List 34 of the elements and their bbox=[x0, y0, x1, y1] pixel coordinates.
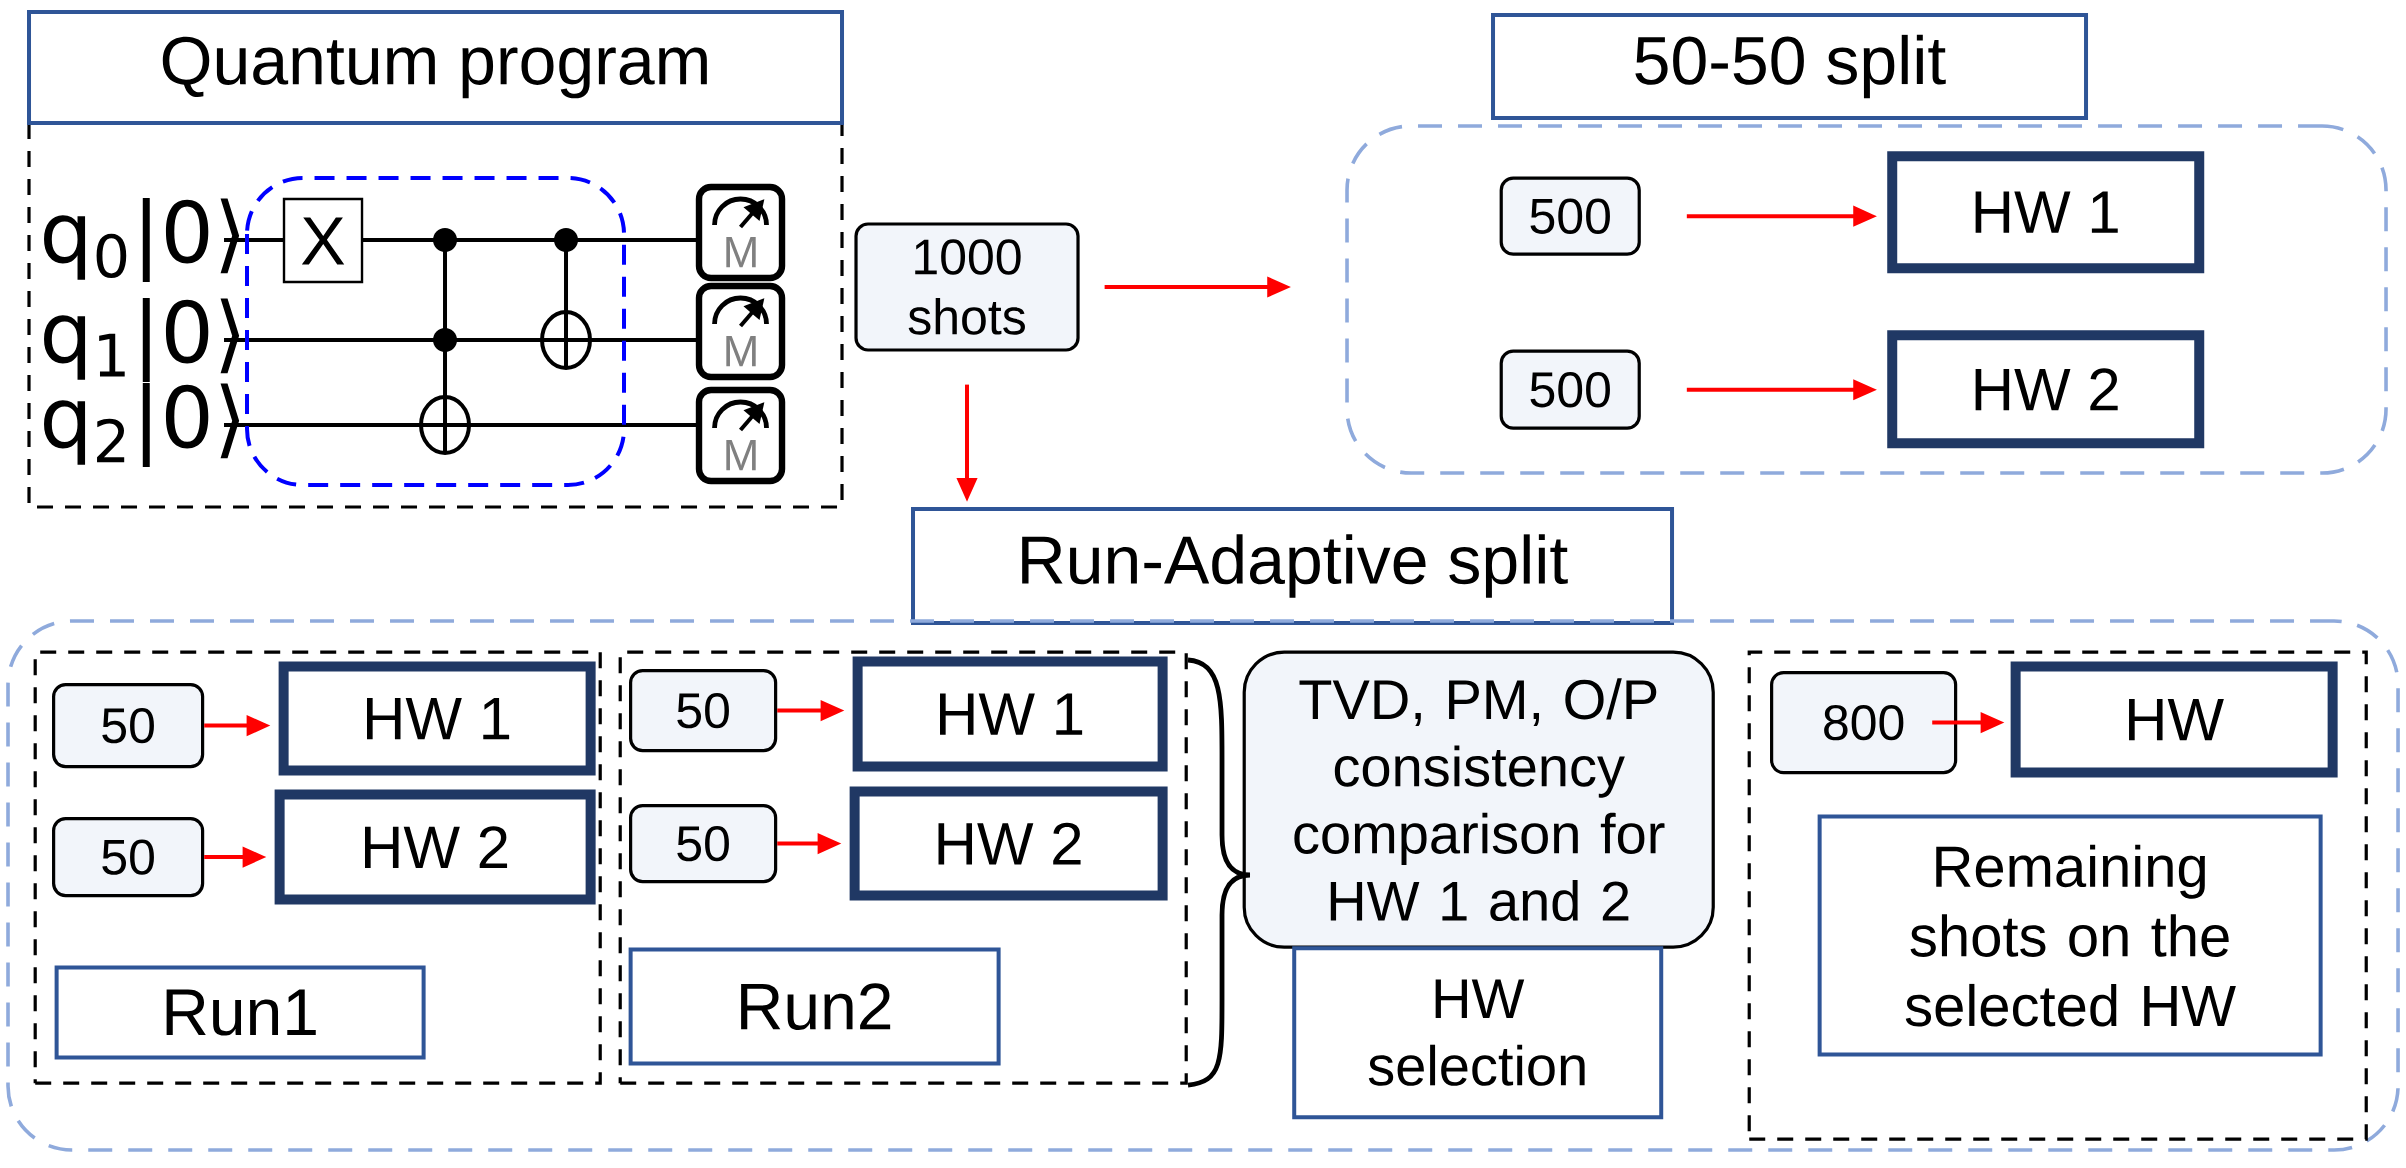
dashed-frame bbox=[618, 650, 1188, 1085]
shot-count-box: 50 bbox=[52, 683, 205, 769]
label-box: Run1 bbox=[54, 965, 426, 1060]
comparison-box: TVD, PM, O/P consistency comparison for HW 1 and 2 bbox=[1242, 650, 1715, 949]
shot-count-box: 1000 shots bbox=[854, 222, 1080, 352]
shot-count-box: 800 bbox=[1770, 671, 1958, 775]
hardware-box: HW 1 bbox=[1887, 151, 2205, 274]
hardware-box: HW 2 bbox=[849, 786, 1168, 901]
title-box: Run-Adaptive split bbox=[911, 507, 1675, 625]
dashed-region bbox=[6, 619, 2400, 1152]
shot-count-box: 500 bbox=[1499, 349, 1641, 430]
meter-label: M bbox=[726, 439, 756, 471]
meter-label: M bbox=[726, 335, 756, 367]
shot-count-box: 50 bbox=[629, 804, 778, 884]
title-box: Quantum program bbox=[27, 10, 844, 125]
label-box: Remaining shots on the selected HW bbox=[1817, 814, 2323, 1057]
qubit-label: q$_{2}$|0⟩ bbox=[44, 383, 240, 467]
hardware-box: HW 2 bbox=[1887, 330, 2205, 449]
dashed-region bbox=[1345, 124, 2388, 475]
label-box: Run2 bbox=[628, 947, 1001, 1066]
dashed-frame bbox=[33, 650, 602, 1085]
hardware-box: HW 1 bbox=[278, 661, 596, 776]
shot-count-box: 500 bbox=[1499, 176, 1641, 256]
dashed-frame bbox=[1747, 650, 2368, 1141]
gate-label: X bbox=[301, 217, 345, 265]
shot-count-box: 50 bbox=[52, 817, 205, 898]
hardware-box: HW 2 bbox=[274, 789, 596, 905]
qubit-label: q$_{1}$|0⟩ bbox=[44, 298, 240, 382]
title-box: 50-50 split bbox=[1491, 13, 2089, 120]
meter-label: M bbox=[726, 236, 756, 268]
label-box: HW selection bbox=[1292, 946, 1664, 1120]
hardware-box: HW 1 bbox=[852, 656, 1168, 772]
shot-count-box: 50 bbox=[629, 669, 778, 753]
hardware-box: HW bbox=[2010, 661, 2338, 778]
